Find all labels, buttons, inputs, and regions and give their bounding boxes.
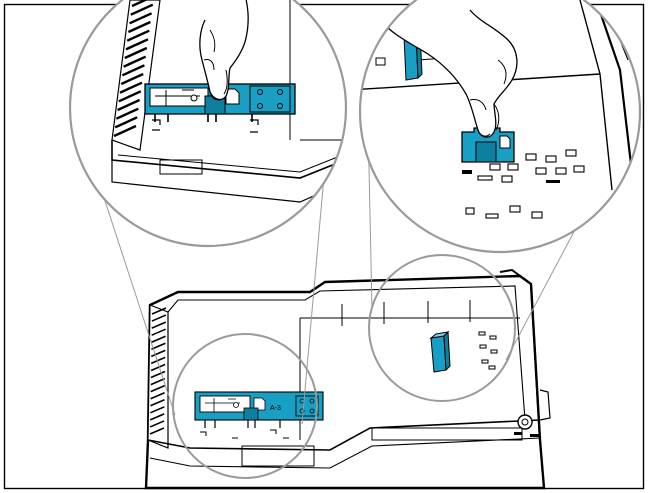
guide-size-label: A-3 xyxy=(270,405,281,412)
tray-outline xyxy=(144,274,546,490)
tray-latch xyxy=(539,389,551,421)
callout-side-guide-detail xyxy=(70,0,346,246)
tray-front-edge xyxy=(149,437,541,469)
callout-right-ring xyxy=(358,0,642,254)
tray-back-lip xyxy=(499,268,532,285)
tray-knob-center xyxy=(521,418,529,426)
callout-rear-guide-detail xyxy=(360,0,640,252)
tray-indicator-1 xyxy=(514,432,522,435)
side-paper-guide: A-3 xyxy=(194,391,324,428)
tray-ribs xyxy=(149,307,167,435)
tray-inner-rim xyxy=(167,285,526,421)
callout-left-ring xyxy=(68,0,348,248)
tray-floor-marks xyxy=(478,331,498,370)
tray-front-top xyxy=(147,419,541,451)
rear-paper-guide xyxy=(429,330,451,373)
loupe-rear-guide xyxy=(368,254,516,402)
tray-floor-marks-front xyxy=(200,429,289,439)
tray-knob xyxy=(517,414,533,430)
paper-tray: A-3 xyxy=(144,268,551,490)
tray-indicator-2 xyxy=(530,434,539,437)
tray-handle-slot xyxy=(241,445,315,467)
loupe-side-guide xyxy=(172,333,318,479)
tray-rear-slots xyxy=(341,300,471,326)
